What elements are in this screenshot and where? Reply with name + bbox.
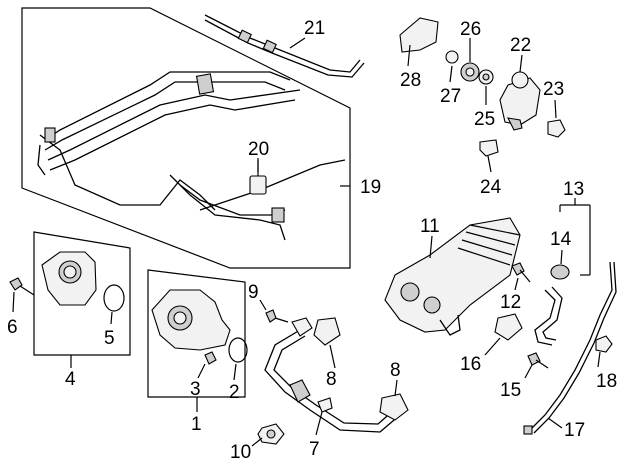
- callout-8-left: 8: [326, 369, 337, 390]
- callout-4: 4: [65, 369, 76, 390]
- gasket-16: [494, 313, 523, 341]
- callout-5: 5: [104, 328, 115, 349]
- callout-9: 9: [248, 282, 259, 303]
- egr-cooler-11: [384, 217, 521, 336]
- upper-right-parts: [399, 17, 566, 157]
- leader-lines: [12, 37, 601, 447]
- callout-10: 10: [230, 442, 251, 463]
- bolt-15: [527, 352, 549, 369]
- callout-16: 16: [460, 354, 481, 375]
- callout-22: 22: [510, 35, 531, 56]
- callout-27: 27: [440, 86, 461, 107]
- callout-19: 19: [360, 177, 381, 198]
- callout-6: 6: [7, 317, 18, 338]
- nut-10: [257, 423, 285, 445]
- callout-2: 2: [229, 382, 240, 403]
- callout-20: 20: [248, 139, 269, 160]
- callout-17: 17: [564, 420, 585, 441]
- pipe-7: [264, 317, 409, 433]
- callout-7: 7: [309, 439, 320, 460]
- bolt-6: [9, 277, 35, 296]
- callout-1: 1: [191, 414, 202, 435]
- callouts: 21 20 19 28 26 27 22 23 25 24 11 13 14 1…: [7, 18, 617, 463]
- bolt-9: [265, 309, 289, 323]
- callout-11: 11: [420, 216, 440, 237]
- nut-18: [595, 335, 613, 353]
- tube-assembly-box: [21, 7, 351, 269]
- callout-8-right: 8: [390, 360, 401, 381]
- callout-21: 21: [304, 18, 325, 39]
- callout-26: 26: [460, 19, 481, 40]
- callout-12: 12: [500, 292, 521, 313]
- group-box-4: [33, 231, 131, 356]
- callout-15: 15: [500, 380, 521, 401]
- callout-28: 28: [400, 70, 421, 91]
- bolt-12: [511, 262, 531, 283]
- callout-24: 24: [480, 177, 502, 198]
- group-box-1: [147, 269, 248, 398]
- callout-23: 23: [543, 79, 564, 100]
- sensor-tube-17: [523, 261, 617, 435]
- tube-13-14: [534, 264, 570, 346]
- callout-18: 18: [596, 371, 617, 392]
- callout-25: 25: [474, 109, 495, 130]
- callout-3: 3: [190, 379, 201, 400]
- callout-14: 14: [550, 229, 572, 250]
- hose-21: [204, 14, 365, 78]
- callout-13: 13: [563, 179, 584, 200]
